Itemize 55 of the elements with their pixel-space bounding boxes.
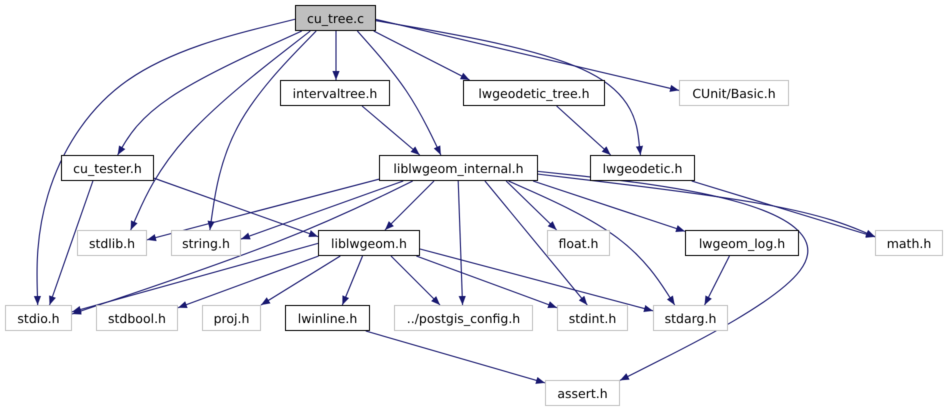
include-arrow [538, 170, 808, 381]
include-arrow [49, 180, 94, 306]
include-arrow [373, 30, 470, 80]
header-file-node: liblwgeom.h [318, 230, 420, 256]
include-arrow [366, 330, 546, 384]
include-arrow [260, 256, 341, 306]
source-file-node: cu_tree.c [295, 5, 376, 31]
header-file-node: cu_tester.h [61, 155, 154, 181]
system-header-node: proj.h [202, 305, 261, 331]
include-arrow [146, 178, 380, 242]
include-arrow [240, 180, 404, 240]
include-arrow [506, 180, 557, 230]
include-arrow [356, 30, 442, 156]
include-arrow [130, 30, 311, 230]
header-file-node: liblwgeom_internal.h [379, 155, 538, 181]
system-header-node: stdbool.h [96, 305, 178, 331]
system-header-node: CUnit/Basic.h [679, 80, 789, 106]
header-file-node: lwgeodetic_tree.h [463, 80, 605, 106]
include-arrow [178, 255, 319, 308]
include-arrow [72, 180, 413, 314]
include-arrow [532, 180, 686, 232]
system-header-node: stdio.h [5, 305, 72, 331]
system-header-node: stdlib.h [77, 230, 147, 256]
system-header-node: stdarg.h [653, 305, 728, 331]
include-arrow [704, 256, 730, 306]
header-file-node: lwgeom_log.h [685, 230, 799, 256]
include-arrow [384, 180, 434, 230]
include-arrow [376, 18, 680, 92]
system-header-node: string.h [171, 230, 241, 256]
include-arrow [420, 248, 654, 312]
system-header-node: stdint.h [557, 305, 628, 331]
include-arrow [508, 180, 676, 306]
include-arrow [538, 174, 876, 238]
include-arrow [34, 18, 296, 306]
system-header-node: math.h [875, 230, 943, 256]
include-arrow [556, 106, 612, 156]
include-arrow [376, 20, 644, 156]
include-arrow [484, 180, 588, 306]
header-file-node: intervaltree.h [280, 80, 390, 106]
include-arrow [458, 180, 466, 306]
include-arrow [72, 242, 318, 313]
system-header-node: ../postgis_config.h [394, 305, 533, 331]
include-arrow [390, 256, 440, 306]
include-arrow [362, 106, 420, 156]
include-arrow [117, 30, 302, 156]
include-arrow [342, 256, 364, 306]
header-file-node: lwinline.h [285, 305, 370, 331]
header-file-node: lwgeodetic.h [590, 155, 695, 181]
include-arrow [154, 178, 318, 238]
include-arrow [416, 255, 558, 308]
include-arrow [208, 30, 317, 230]
system-header-node: float.h [547, 230, 610, 256]
system-header-node: assert.h [545, 380, 620, 406]
include-arrow [332, 31, 340, 80]
include-arrow [692, 180, 876, 238]
